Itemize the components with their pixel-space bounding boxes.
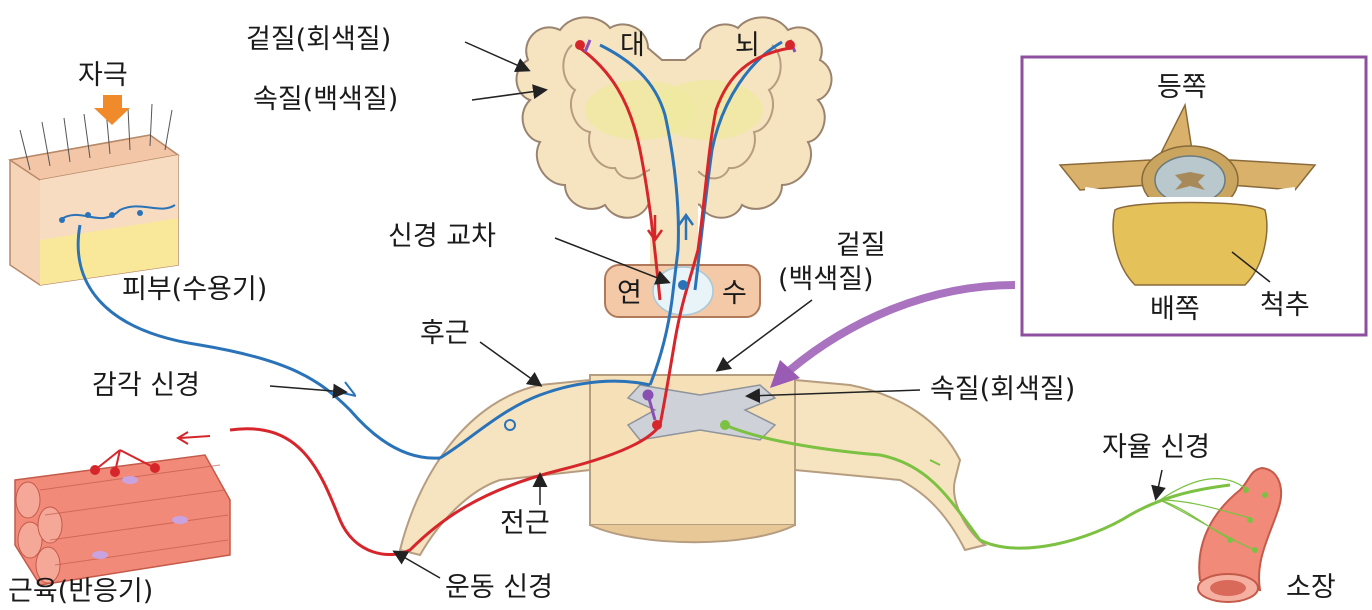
brain-medulla-label: 속질(백색질) [253, 86, 398, 113]
medulla-oblongata-left-label: 연 [617, 280, 642, 307]
medulla-oblongata-right-label: 수 [722, 280, 747, 307]
dorsal-root-label: 후근 [420, 320, 470, 347]
inset-ventral-label: 배쪽 [1150, 296, 1200, 323]
skin-block [10, 104, 178, 285]
motor-direction-arrow-icon [178, 432, 210, 444]
brain [516, 17, 831, 270]
small-intestine-label: 소장 [1286, 574, 1336, 601]
muscle-effector-label: 근육(반응기) [8, 578, 153, 605]
inset-vertebra-label: 척추 [1260, 292, 1310, 319]
decussation-label: 신경 교차 [388, 223, 496, 250]
sensory-nerve-label: 감각 신경 [92, 372, 200, 399]
motor-nerve-label: 운동 신경 [445, 574, 553, 601]
skin-receptor-label: 피부(수용기) [122, 276, 267, 303]
stimulus-arrow-icon [94, 95, 130, 125]
spinal-cortex-label: 겉질 [836, 232, 886, 259]
muscle-bundle [15, 455, 230, 585]
stimulus-label: 자극 [78, 62, 128, 89]
inset-dorsal-label: 등쪽 [1157, 74, 1207, 101]
brain-cortex-label: 겉질(회색질) [246, 26, 391, 53]
spinal-medulla-label: 속질(회색질) [930, 376, 1075, 403]
inset-pointer-arrow-icon [790, 285, 1015, 370]
autonomic-nerve-label: 자율 신경 [1102, 434, 1210, 461]
spinal-cord [400, 375, 985, 555]
spinal-cortex-sublabel: (백색질) [778, 266, 874, 293]
sensory-direction-arrow-icon [343, 382, 356, 396]
brain-right-label: 뇌 [735, 32, 760, 59]
ventral-root-label: 전근 [500, 510, 550, 537]
brain-left-label: 대 [620, 32, 645, 59]
